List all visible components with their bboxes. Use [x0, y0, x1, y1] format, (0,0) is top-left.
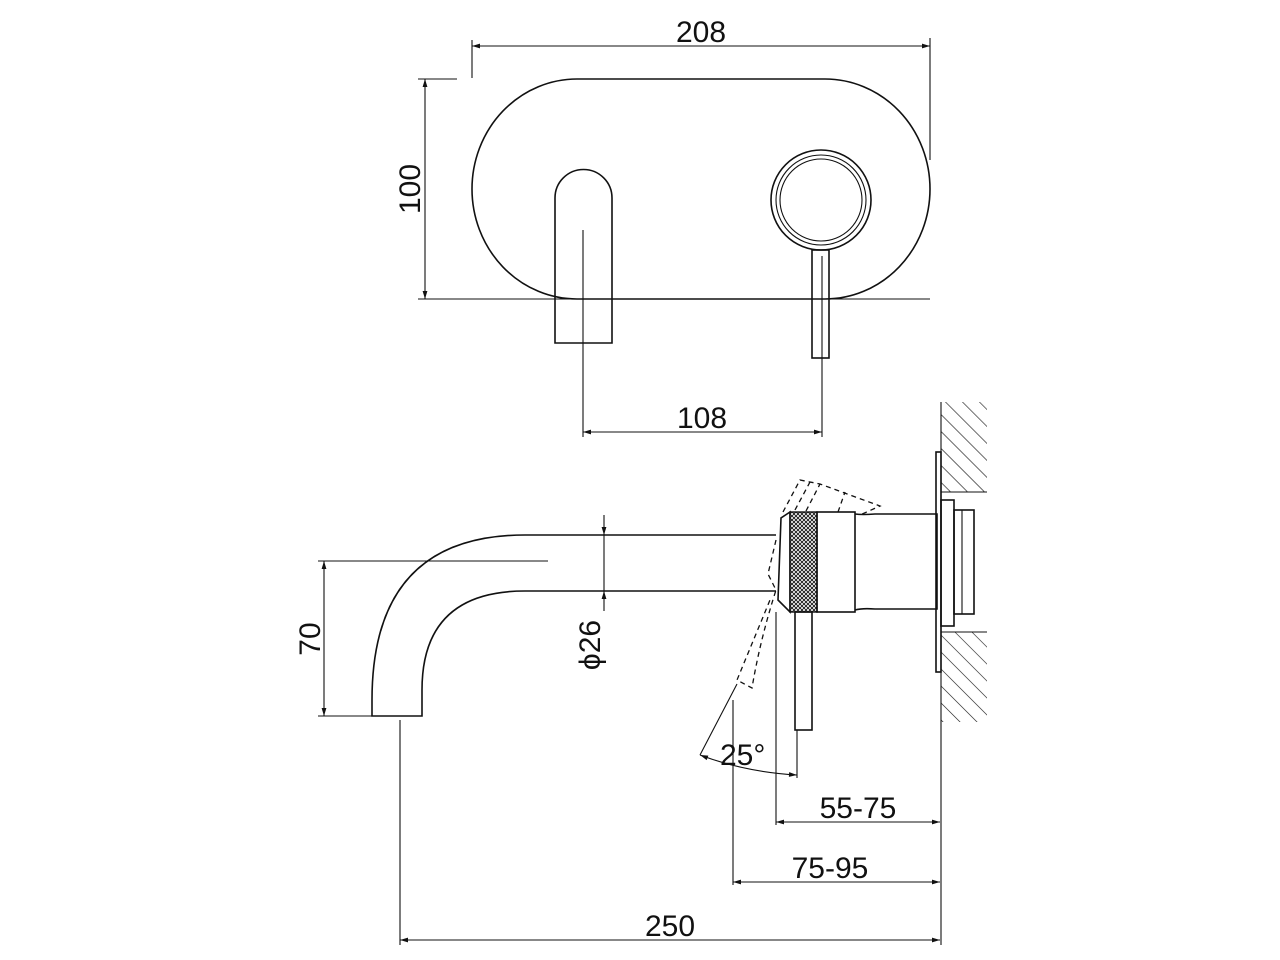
dimension-height-100: 100	[394, 164, 427, 214]
dimension-spacing-108: 108	[677, 402, 727, 435]
fitting-nut	[953, 509, 975, 615]
handle-outer-ring	[770, 149, 872, 251]
spout-front	[554, 168, 613, 344]
spout-side	[371, 534, 776, 717]
dimension-diameter-26: ϕ26	[574, 620, 607, 670]
lever-front	[811, 249, 830, 359]
wall-plate-front	[471, 78, 931, 300]
wall-hatch-lower	[941, 632, 987, 722]
body-housing	[816, 511, 856, 613]
dimension-width-208: 208	[676, 16, 726, 49]
dimension-75-95: 75-95	[792, 852, 869, 885]
dimension-height-70: 70	[294, 622, 327, 655]
handle-core	[779, 158, 863, 242]
lever-angle-25: 25°	[720, 739, 765, 772]
fitting-flange	[940, 499, 955, 627]
front-view: 208 100 108	[394, 16, 931, 437]
body-cap	[777, 510, 791, 614]
wall-hatch-upper	[941, 402, 987, 492]
lever-rotated-outline	[736, 479, 882, 689]
handle-inner-ring	[775, 154, 867, 246]
knurled-handle-ring	[789, 511, 818, 613]
body-cone	[854, 513, 938, 611]
side-view: 70 ϕ26 25° 55-75 75-95 250	[294, 402, 987, 945]
dimension-55-75: 55-75	[820, 792, 897, 825]
angle-arc	[699, 754, 798, 777]
lever-side	[794, 611, 813, 731]
dimension-projection-250: 250	[645, 910, 695, 943]
